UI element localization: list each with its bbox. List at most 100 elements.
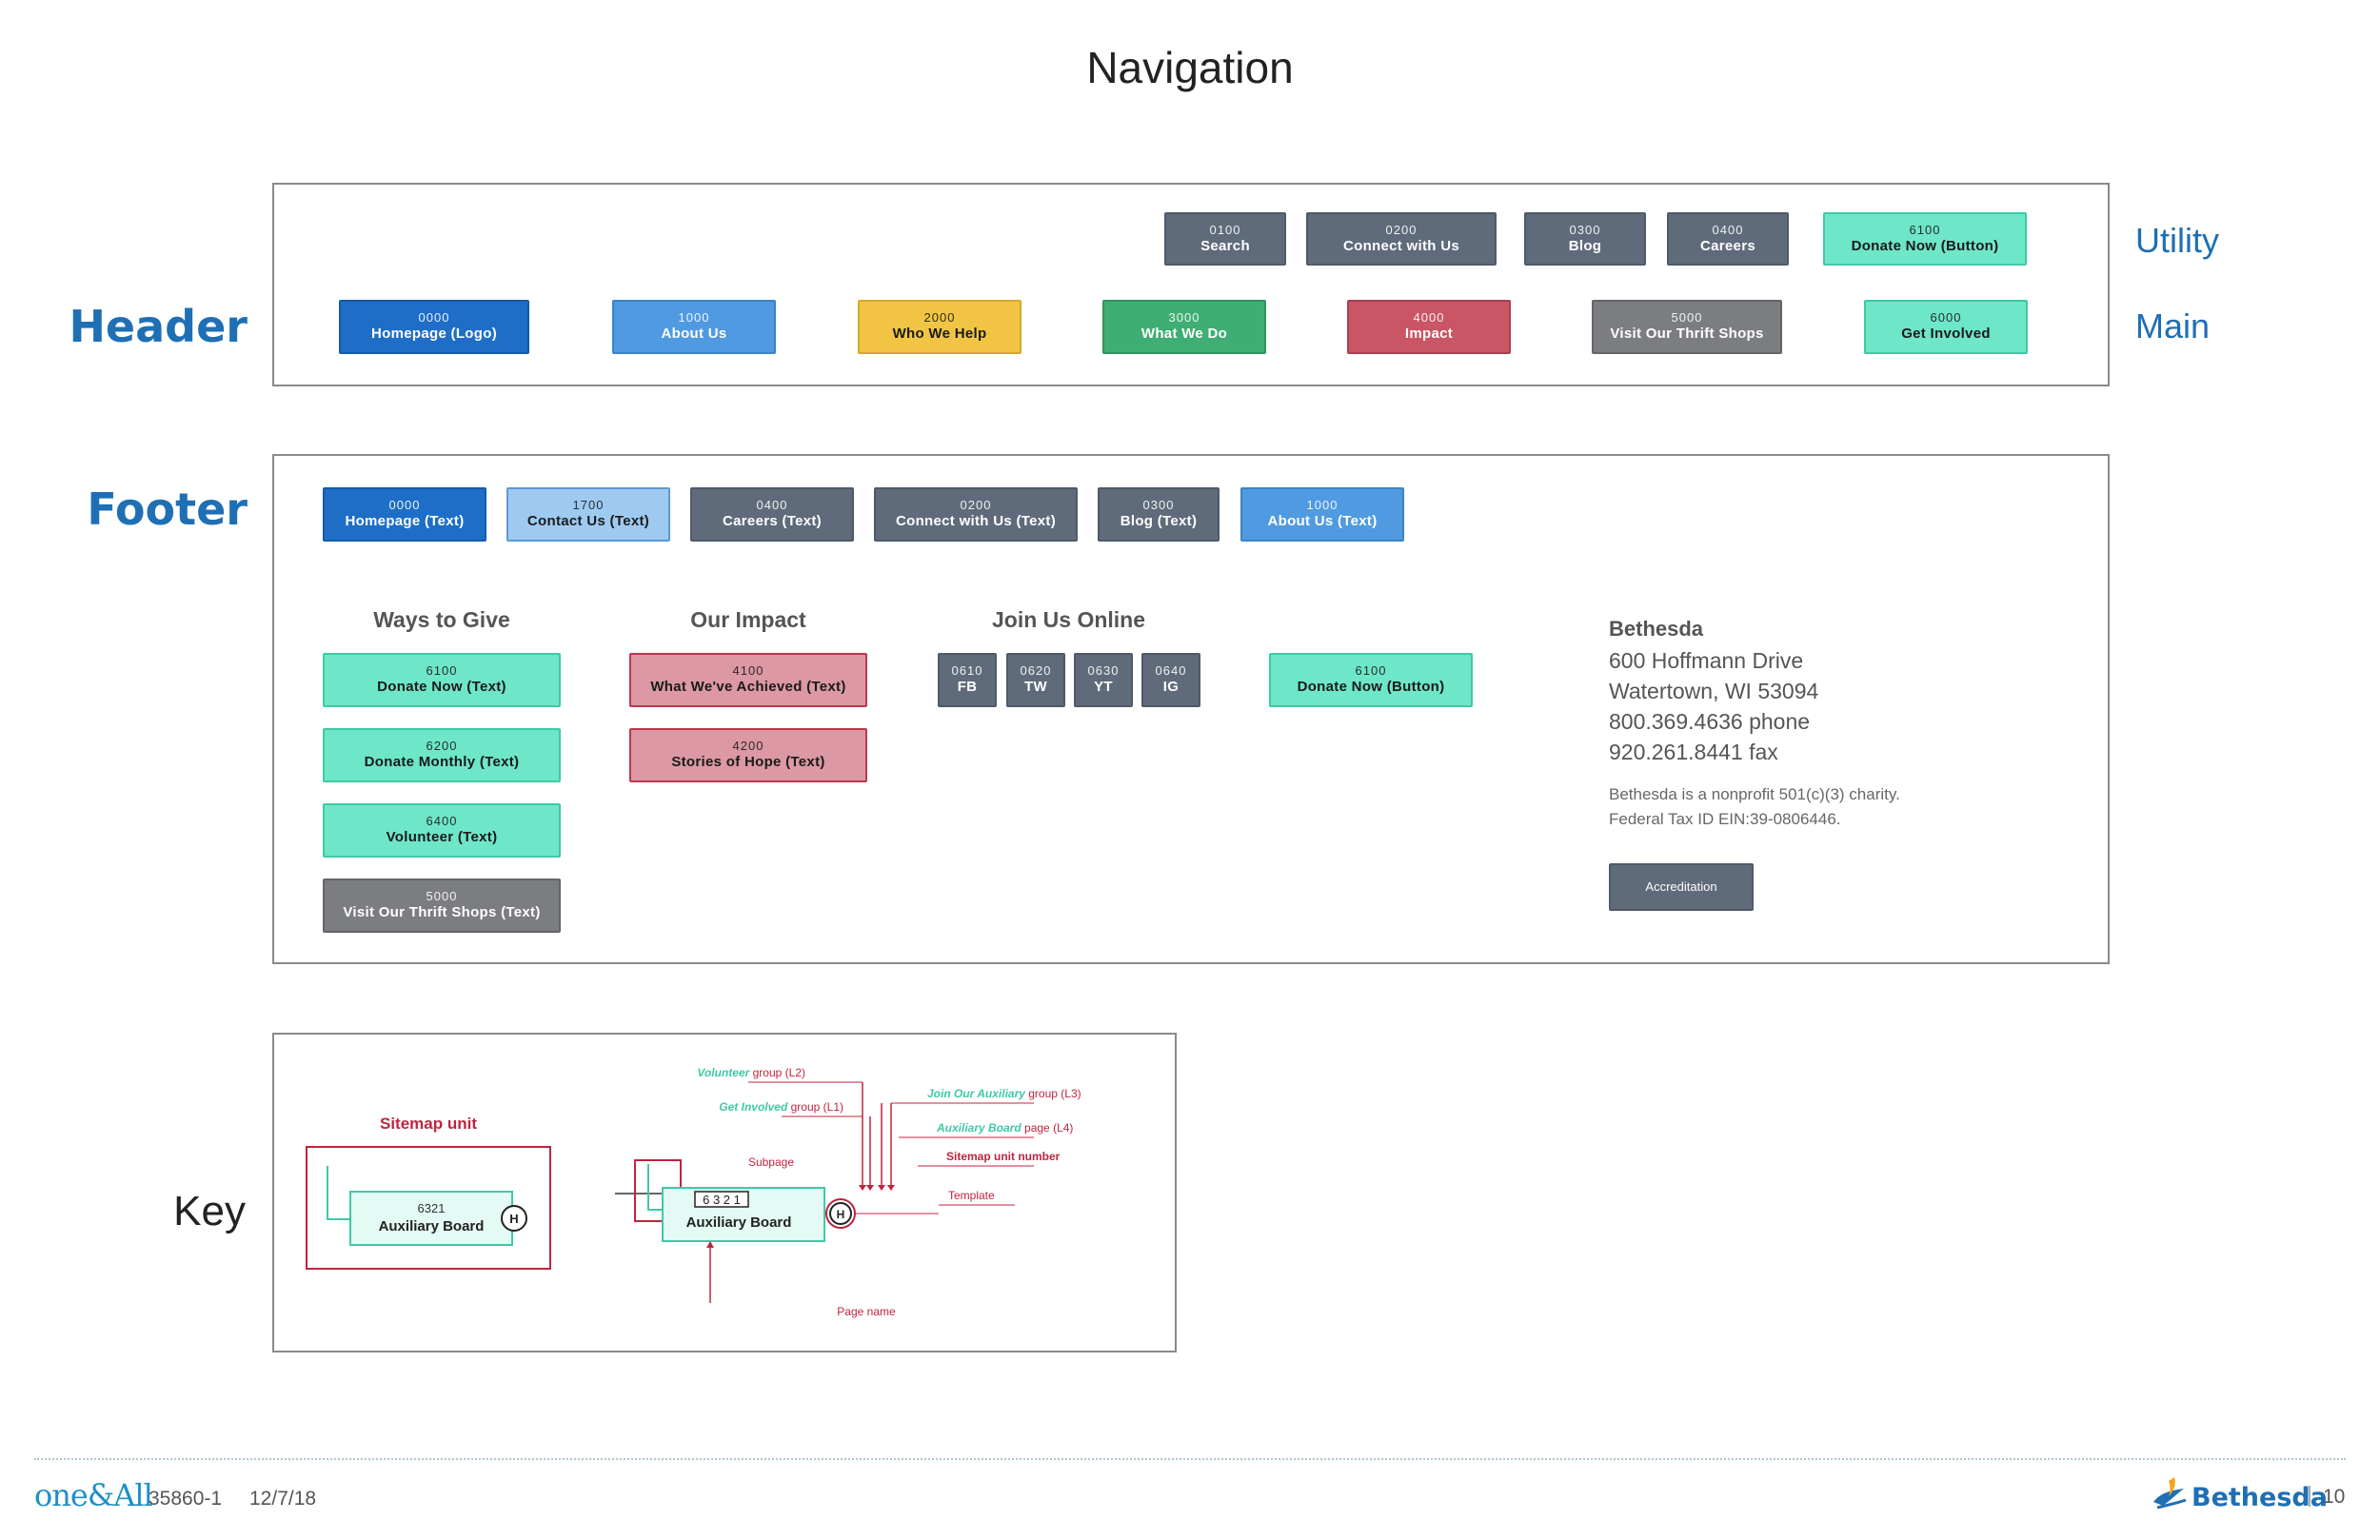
address-line-1: 600 Hoffmann Drive — [1609, 648, 1804, 673]
footer-link-about-us[interactable]: 1000 About Us (Text) — [1240, 487, 1404, 542]
unit-label: Search — [1200, 237, 1250, 254]
phone-number: 800.369.4636 phone — [1609, 709, 1811, 734]
footer-section-label: Footer — [87, 484, 248, 535]
template-badge-icon — [501, 1205, 527, 1232]
main-nav-who-we-help[interactable]: 2000 Who We Help — [858, 300, 1021, 354]
unit-label: YT — [1094, 679, 1113, 696]
unit-label: About Us (Text) — [1267, 513, 1378, 530]
unit-label: Homepage (Text) — [345, 513, 465, 530]
utility-blog[interactable]: 0300 Blog — [1524, 212, 1646, 266]
unit-label: Visit Our Thrift Shops (Text) — [343, 904, 541, 921]
unit-number: 6100 — [1909, 222, 1941, 237]
unit-number: 0200 — [1385, 222, 1418, 237]
main-label: Main — [2135, 306, 2211, 346]
ways-volunteer[interactable]: 6400 Volunteer (Text) — [323, 803, 561, 858]
unit-number: 0000 — [388, 498, 421, 513]
unit-box — [349, 1191, 513, 1246]
unit-number: 5000 — [426, 889, 458, 904]
social-youtube[interactable]: 0630 YT — [1074, 653, 1133, 707]
page-title: Navigation — [1086, 43, 1294, 92]
footer-link-careers[interactable]: 0400 Careers (Text) — [690, 487, 854, 542]
footer-link-blog[interactable]: 0300 Blog (Text) — [1098, 487, 1220, 542]
brand-wordmark: Bethesda — [2192, 1483, 2328, 1512]
unit-label: Volunteer (Text) — [386, 829, 498, 846]
header-section-label: Header — [69, 301, 248, 352]
unit-number: 0400 — [1712, 222, 1744, 237]
unit-label: Contact Us (Text) — [526, 513, 650, 530]
main-nav-what-we-do[interactable]: 3000 What We Do — [1102, 300, 1266, 354]
sitemap-unit-label: Sitemap unit — [380, 1115, 477, 1133]
exploded-unit-number: 6 3 2 1 — [703, 1193, 741, 1207]
main-nav-get-involved[interactable]: 6000 Get Involved — [1864, 300, 2028, 354]
social-facebook[interactable]: 0610 FB — [938, 653, 997, 707]
footer-link-homepage[interactable]: 0000 Homepage (Text) — [323, 487, 486, 542]
social-instagram[interactable]: 0640 IG — [1141, 653, 1200, 707]
footer-donate-button[interactable]: 6100 Donate Now (Button) — [1269, 653, 1473, 707]
unit-number: 0630 — [1087, 663, 1120, 679]
org-name: Bethesda — [1609, 617, 1704, 641]
social-twitter[interactable]: 0620 TW — [1006, 653, 1065, 707]
ways-donate-now[interactable]: 6100 Donate Now (Text) — [323, 653, 561, 707]
join-auxiliary-note: Join Our Auxiliary group (L3) — [927, 1087, 1081, 1100]
main-nav-impact[interactable]: 4000 Impact — [1347, 300, 1511, 354]
template-badge-text: H — [837, 1208, 845, 1221]
main-nav-homepage[interactable]: 0000 Homepage (Logo) — [339, 300, 529, 354]
unit-number: 6321 — [418, 1201, 446, 1215]
ways-thrift-shops[interactable]: 5000 Visit Our Thrift Shops (Text) — [323, 879, 561, 933]
unit-label: FB — [957, 679, 978, 696]
footer-link-connect[interactable]: 0200 Connect with Us (Text) — [874, 487, 1078, 542]
unit-label: What We Do — [1140, 326, 1228, 343]
impact-stories-of-hope[interactable]: 4200 Stories of Hope (Text) — [629, 728, 867, 782]
auxiliary-board-note: Auxiliary Board page (L4) — [936, 1121, 1073, 1135]
impact-achieved[interactable]: 4100 What We've Achieved (Text) — [629, 653, 867, 707]
unit-number: 0300 — [1142, 498, 1175, 513]
get-involved-note: Get Involved group (L1) — [719, 1100, 843, 1114]
unit-label: Connect with Us — [1342, 237, 1459, 254]
unit-number: 0610 — [951, 663, 983, 679]
footer-link-contact-us[interactable]: 1700 Contact Us (Text) — [506, 487, 670, 542]
unit-number: 0620 — [1020, 663, 1052, 679]
unit-label: Impact — [1404, 326, 1454, 343]
utility-careers[interactable]: 0400 Careers — [1667, 212, 1789, 266]
ways-donate-monthly[interactable]: 6200 Donate Monthly (Text) — [323, 728, 561, 782]
unit-label: Who We Help — [892, 326, 987, 343]
sitemap-unit-border — [306, 1146, 551, 1270]
utility-donate-button[interactable]: 6100 Donate Now (Button) — [1823, 212, 2027, 266]
main-nav-about-us[interactable]: 1000 About Us — [612, 300, 776, 354]
key-diagram: Sitemap unit 6321 Auxiliary Board H Volu… — [306, 1066, 1081, 1318]
page-name-note: Page name — [837, 1305, 896, 1318]
unit-number: 6400 — [426, 814, 458, 829]
arrowhead — [859, 1185, 866, 1191]
unit-label: Donate Now (Button) — [1297, 679, 1445, 696]
address-block: Bethesda 600 Hoffmann Drive Watertown, W… — [1609, 617, 1900, 832]
unit-label: Donate Now (Text) — [377, 679, 506, 696]
unit-number: 6100 — [1355, 663, 1387, 679]
volunteer-note: Volunteer group (L2) — [697, 1066, 805, 1079]
unit-label: What We've Achieved (Text) — [650, 679, 846, 696]
utility-search[interactable]: 0100 Search — [1164, 212, 1286, 266]
unit-number: 0200 — [960, 498, 992, 513]
accreditation-button[interactable]: Accreditation — [1609, 863, 1754, 911]
nonprofit-note: Bethesda is a nonprofit 501(c)(3) charit… — [1609, 785, 1900, 803]
job-number: 35860-1 — [149, 1488, 223, 1510]
unit-number: 4100 — [732, 663, 764, 679]
exploded-number-box — [694, 1191, 749, 1208]
unit-label: Donate Monthly (Text) — [364, 754, 520, 771]
unit-number: 5000 — [1671, 310, 1703, 326]
address-line-2: Watertown, WI 53094 — [1609, 679, 1819, 703]
unit-number: 1000 — [678, 310, 710, 326]
arrowhead — [866, 1185, 874, 1191]
unit-label: TW — [1024, 679, 1047, 696]
unit-label: Connect with Us (Text) — [896, 513, 1056, 530]
agency-logo: one&All — [34, 1477, 153, 1513]
unit-label: Visit Our Thrift Shops — [1610, 326, 1764, 343]
unit-label: Careers — [1700, 237, 1755, 254]
utility-connect[interactable]: 0200 Connect with Us — [1306, 212, 1497, 266]
unit-number: 3000 — [1168, 310, 1200, 326]
unit-number: 1700 — [572, 498, 605, 513]
main-nav-thrift-shops[interactable]: 5000 Visit Our Thrift Shops — [1592, 300, 1782, 354]
our-impact-heading: Our Impact — [690, 607, 806, 632]
bethesda-logo — [2150, 1473, 2190, 1518]
exploded-unit-label: Auxiliary Board — [686, 1214, 792, 1231]
page-number: 10 — [2323, 1486, 2346, 1508]
